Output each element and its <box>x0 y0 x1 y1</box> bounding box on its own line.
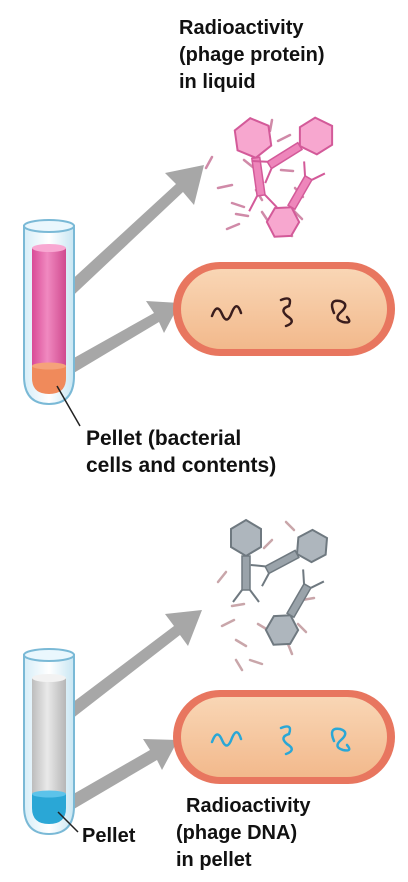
pink-supernatant <box>32 248 66 368</box>
top-panel: Radioactivity (phage protein) in liquid … <box>24 17 395 477</box>
bacterium-bottom <box>173 690 395 784</box>
empty-phage-1 <box>231 520 261 602</box>
bottom-pellet-label: Pellet <box>82 825 136 847</box>
empty-phage-2 <box>250 526 334 588</box>
top-pellet-label: Pellet (bacterial cells and contents) <box>86 427 276 477</box>
clear-supernatant <box>32 678 66 796</box>
test-tube-top <box>24 220 74 404</box>
bottom-radioactivity-label: Radioactivity (phage DNA) in pellet <box>176 795 316 871</box>
empty-phage-3 <box>261 568 325 651</box>
arrow-to-liquid-bottom <box>60 610 202 722</box>
bacterium-top <box>173 262 395 356</box>
pellet-top <box>32 366 66 394</box>
bottom-panel: Pellet Radioactivity (phage DNA) in pell… <box>24 520 395 871</box>
top-radioactivity-label: Radioactivity (phage protein) in liquid <box>179 17 330 93</box>
test-tube-bottom <box>24 649 74 834</box>
pellet-bottom <box>32 794 66 824</box>
